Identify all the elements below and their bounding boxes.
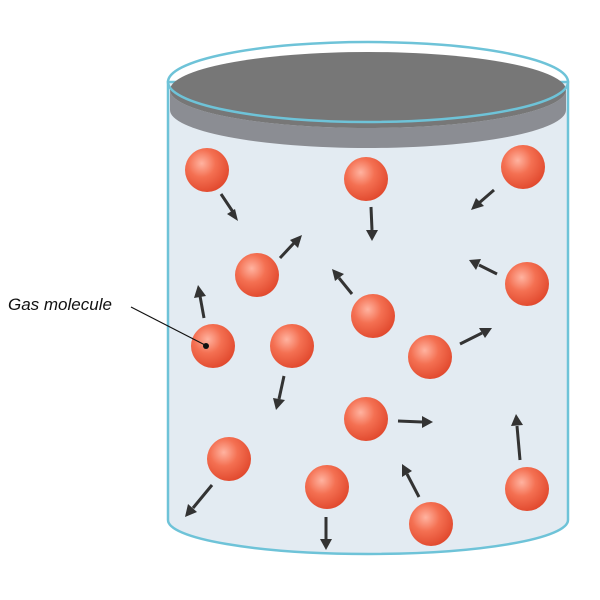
motion-arrow-head bbox=[273, 398, 285, 410]
molecules bbox=[185, 145, 549, 550]
gas-molecule bbox=[469, 259, 549, 306]
gas-molecule-label: Gas molecule bbox=[8, 295, 112, 314]
motion-arrow-head bbox=[290, 235, 302, 248]
gas-molecule bbox=[191, 285, 235, 368]
gas-molecule bbox=[332, 269, 395, 338]
motion-arrow-head bbox=[366, 230, 378, 241]
gas-molecule-callout: Gas molecule bbox=[8, 295, 209, 349]
motion-arrow-head bbox=[511, 414, 523, 426]
motion-arrow-head bbox=[402, 464, 412, 477]
gas-molecule bbox=[408, 328, 492, 379]
motion-arrow bbox=[515, 425, 522, 461]
motion-arrow bbox=[278, 241, 296, 260]
callout-leader-line bbox=[130, 306, 206, 346]
gas-molecule bbox=[185, 437, 251, 517]
gas-molecule bbox=[270, 324, 314, 410]
lid-side bbox=[170, 90, 566, 148]
motion-arrow bbox=[478, 263, 498, 276]
container-rim bbox=[166, 40, 570, 124]
motion-arrow bbox=[277, 375, 286, 400]
motion-arrow-head bbox=[469, 259, 481, 270]
callout-dot bbox=[203, 343, 209, 349]
gas-molecule bbox=[235, 235, 302, 297]
motion-arrow bbox=[219, 193, 235, 213]
motion-arrow bbox=[459, 331, 483, 346]
motion-arrow-head bbox=[227, 209, 238, 221]
motion-arrow bbox=[337, 277, 354, 295]
lid-top bbox=[170, 52, 566, 128]
motion-arrow bbox=[198, 295, 206, 319]
gas-molecule bbox=[344, 157, 388, 241]
motion-arrow bbox=[478, 188, 495, 205]
gas-molecule bbox=[471, 145, 545, 210]
gas-molecule bbox=[185, 148, 238, 221]
motion-arrow bbox=[405, 473, 421, 498]
gas-molecule bbox=[305, 465, 349, 550]
motion-arrow bbox=[369, 206, 374, 231]
motion-arrow-head bbox=[479, 328, 492, 338]
motion-arrow-head bbox=[332, 269, 344, 281]
gas-molecule bbox=[402, 464, 453, 546]
motion-arrow-head bbox=[320, 539, 332, 550]
motion-arrow-head bbox=[185, 504, 197, 517]
motion-arrow bbox=[191, 484, 214, 509]
motion-arrow bbox=[397, 419, 423, 424]
motion-arrow-head bbox=[194, 285, 206, 298]
motion-arrow-head bbox=[471, 198, 484, 210]
motion-arrow-head bbox=[422, 416, 433, 428]
gas-molecule bbox=[344, 397, 433, 441]
gas-molecule bbox=[505, 414, 549, 511]
